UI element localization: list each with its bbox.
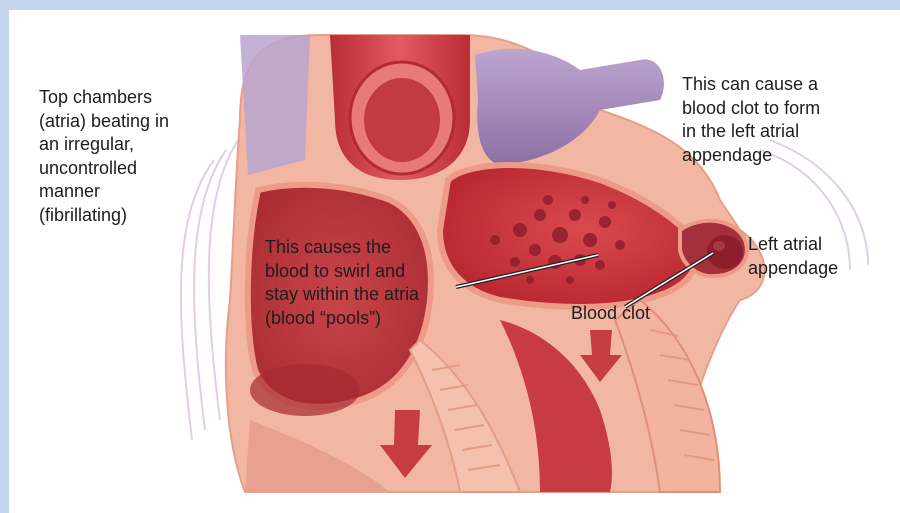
blood-clot-highlight [713,241,725,251]
label-blood-swirl: This causes the blood to swirl and stay … [265,236,495,330]
blood-clot [707,235,743,269]
label-left-atrial-appendage: Left atrial appendage [748,233,888,280]
aorta-lumen [364,78,440,162]
label-top-chambers: Top chambers (atria) beating in an irreg… [39,86,239,227]
vena-cava [240,35,310,175]
label-blood-clot: Blood clot [571,302,691,326]
label-blood-clot-cause: This can cause a blood clot to form in t… [682,73,892,167]
frame-left [0,0,9,513]
frame-top [0,0,900,10]
valve-opening [250,364,360,416]
